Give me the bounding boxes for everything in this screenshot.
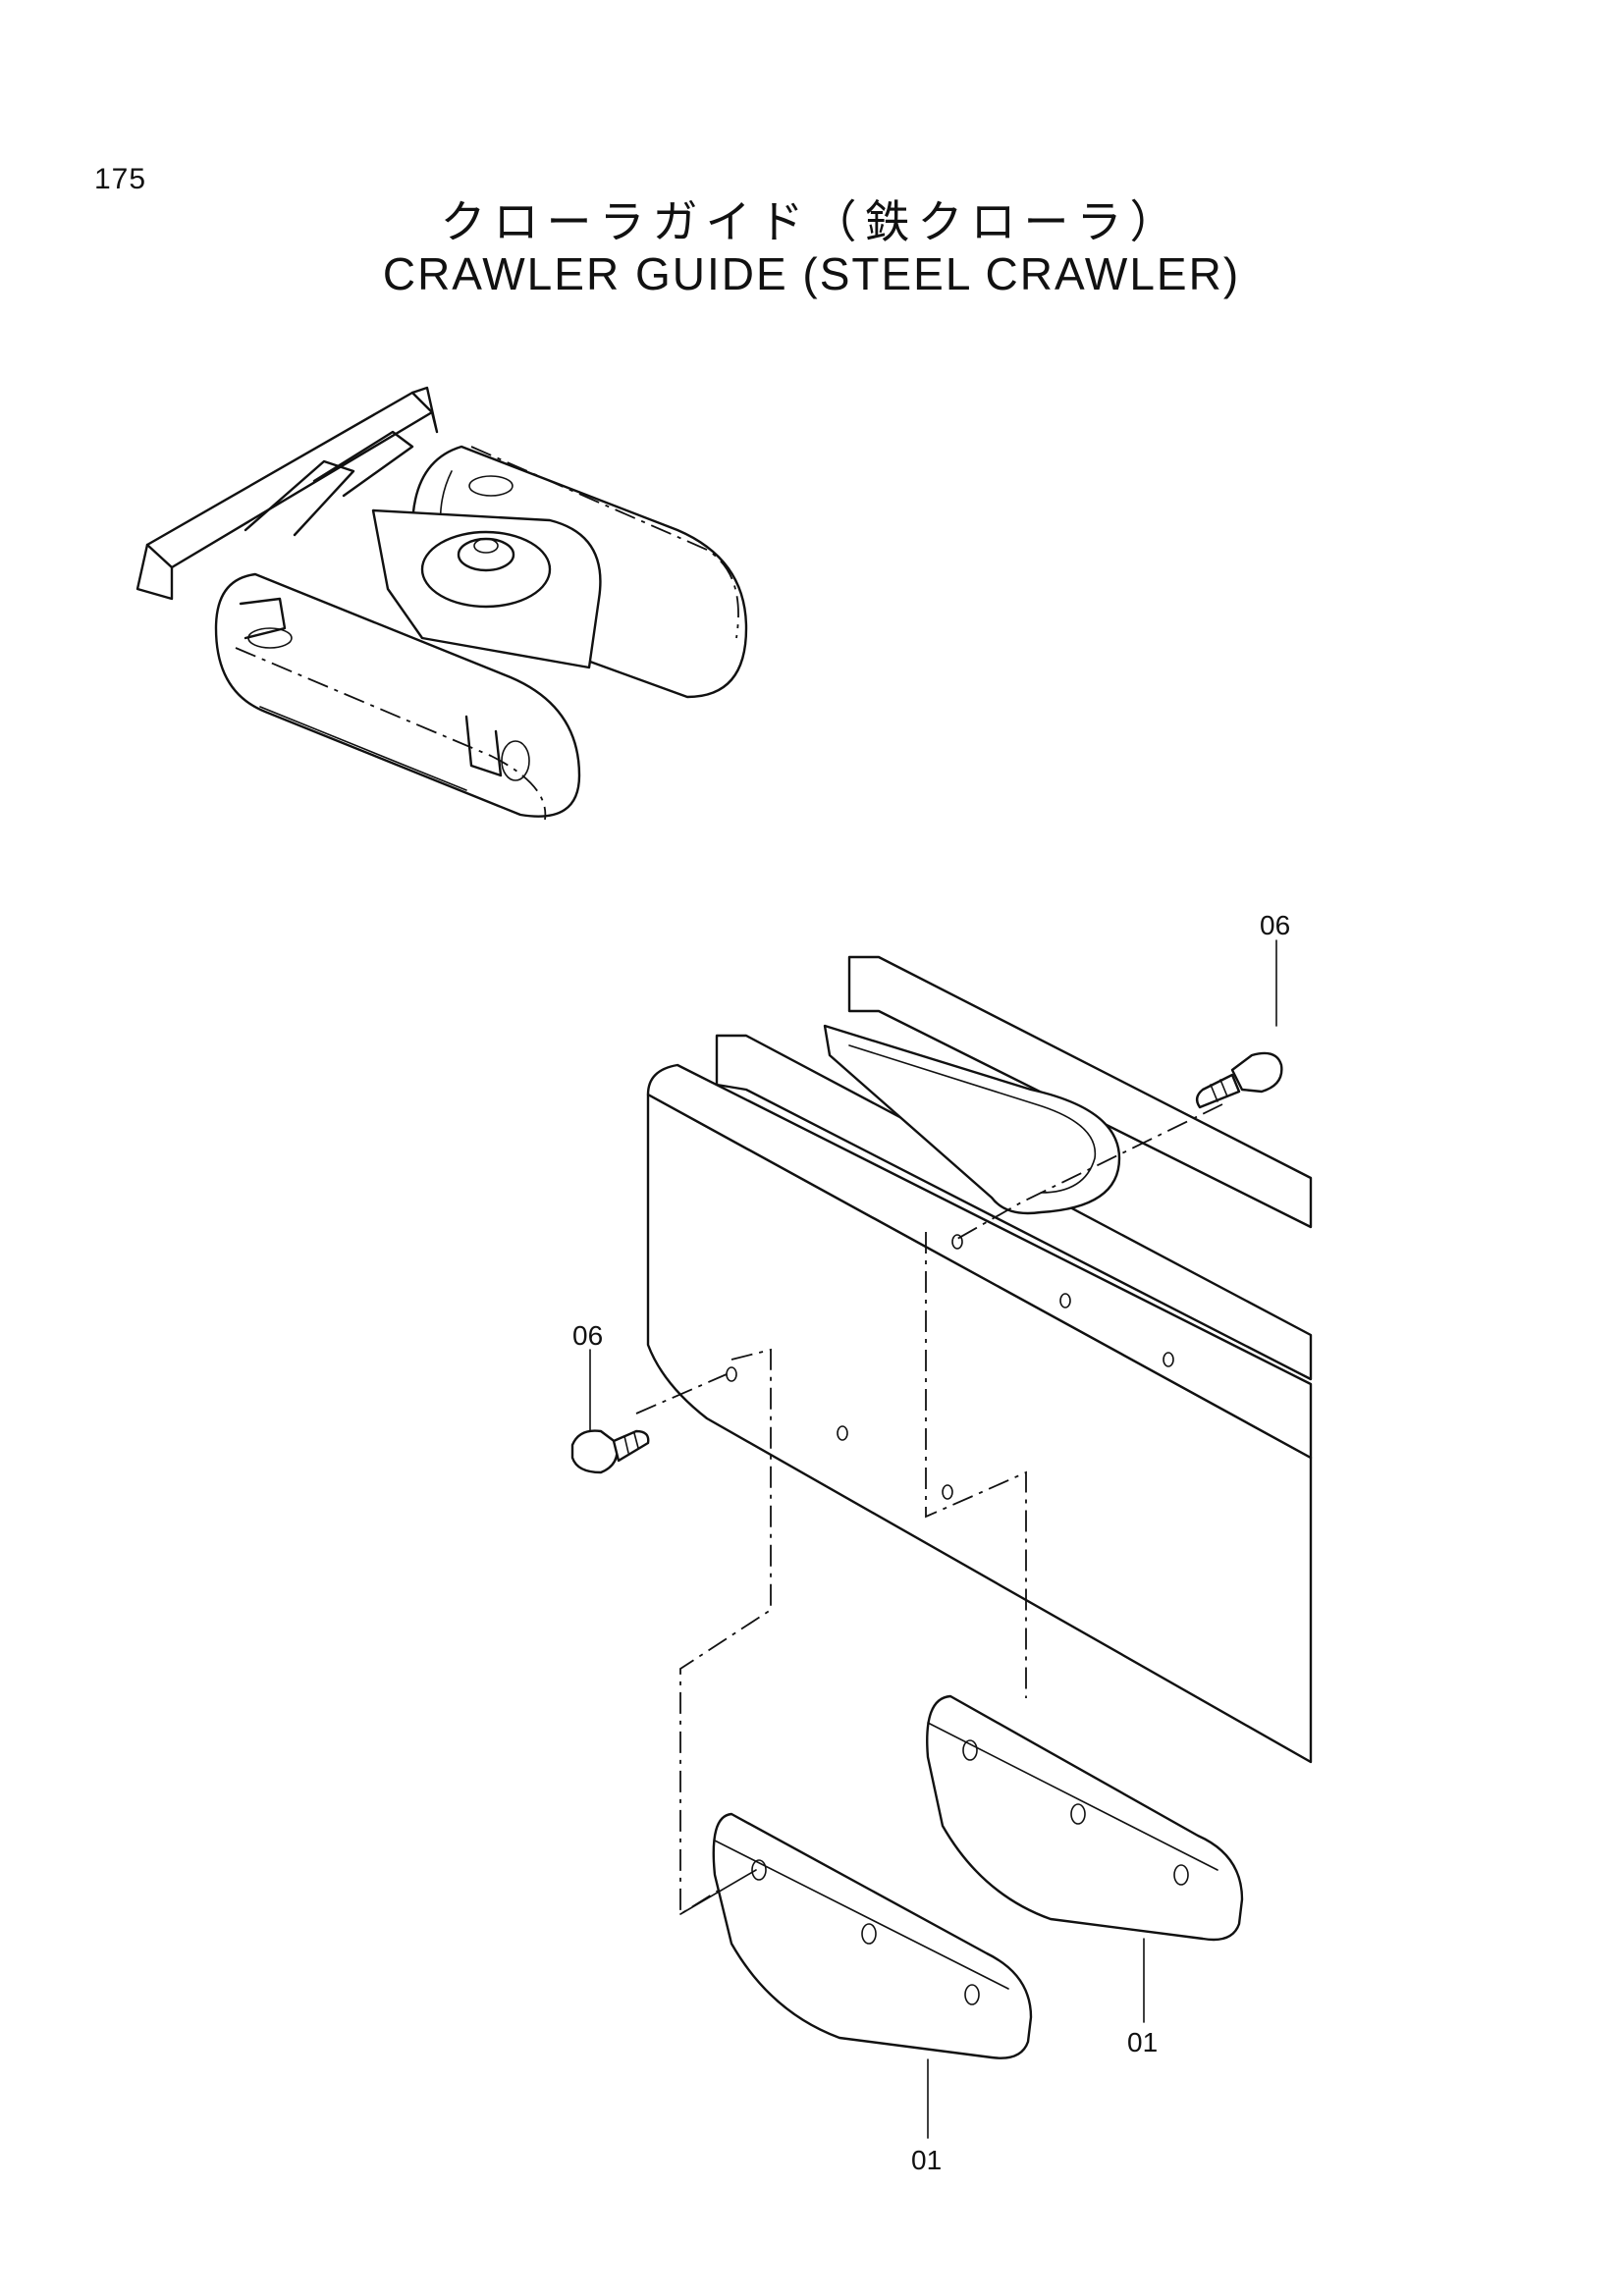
callout-01-left: 01: [911, 2145, 942, 2175]
page-title-english: CRAWLER GUIDE (STEEL CRAWLER): [382, 248, 1241, 299]
track-frame-side: [646, 1093, 1313, 1764]
crawler-guide-exploded-view: 06 06 01 01: [570, 910, 1313, 2175]
crawler-guide-plate-left: [712, 1812, 1033, 2059]
excavator-overview-illustration: [135, 386, 748, 821]
page-number: 175: [94, 163, 147, 195]
callout-01-right: 01: [1127, 2027, 1158, 2057]
track-frame-front: [214, 572, 581, 818]
callout-06-lower: 06: [572, 1320, 603, 1351]
callout-06-upper: 06: [1260, 910, 1290, 940]
crawler-guide-plate-right: [926, 1694, 1244, 1942]
bolt-upper: [1195, 1051, 1283, 1109]
page-title-japanese: クローラガイド（鉄クローラ）: [440, 195, 1183, 248]
bolt-lower: [570, 1429, 650, 1474]
track-frame-top: [646, 1063, 1313, 1460]
track-frame-rear-end: [823, 1024, 1121, 1215]
